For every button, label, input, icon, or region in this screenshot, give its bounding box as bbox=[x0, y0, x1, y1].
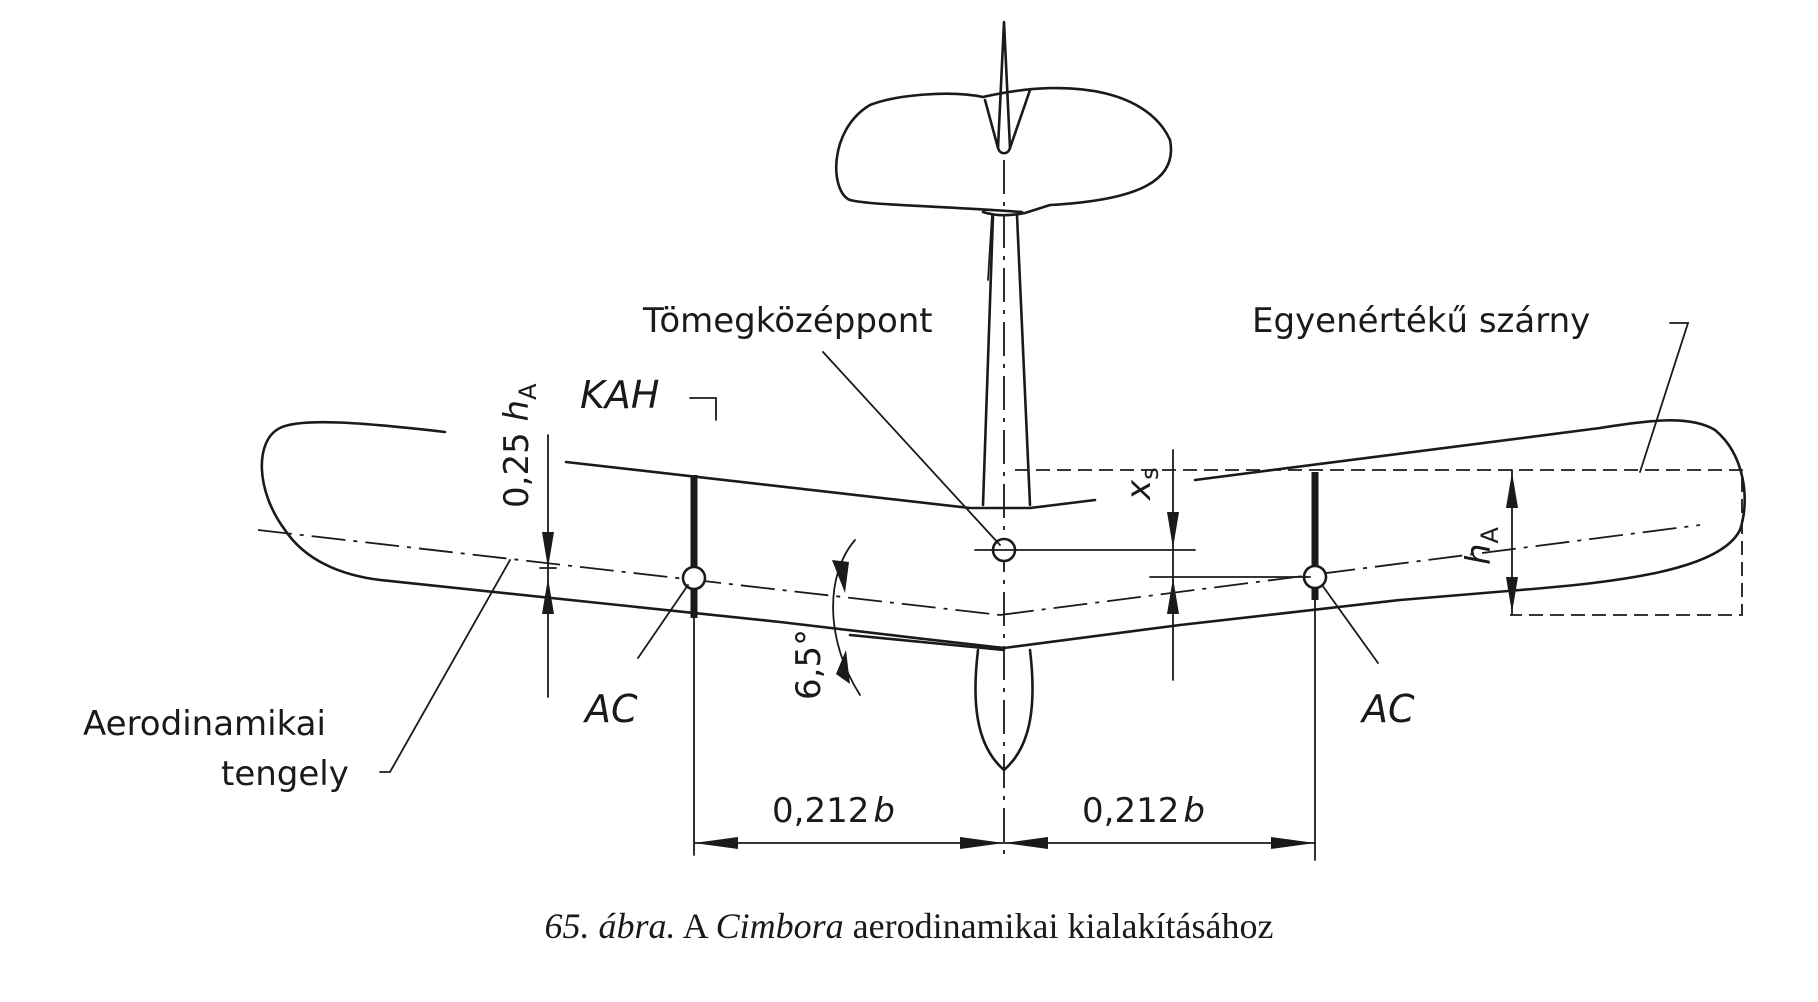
ac-left-leader bbox=[637, 584, 689, 659]
fin-body-left bbox=[983, 98, 1000, 150]
svg-text:0,25 hA: 0,25 hA bbox=[497, 383, 542, 508]
svg-text:hA: hA bbox=[1459, 526, 1504, 565]
caption-post: aerodinamikai kialakításához bbox=[852, 906, 1274, 946]
ac-left-label: AC bbox=[582, 687, 638, 731]
xs-arrow-up bbox=[1167, 578, 1179, 614]
caption-fig-num: 65. ábra. bbox=[544, 906, 676, 946]
quarter-chord-label: 0,25 hA bbox=[497, 383, 542, 508]
span-arrow-1 bbox=[694, 837, 738, 849]
ha-label: hA bbox=[1459, 526, 1504, 565]
aero-axis-label-2: tengely bbox=[221, 754, 349, 794]
ac-right-label: AC bbox=[1359, 687, 1415, 731]
ha-arrow-bottom bbox=[1506, 577, 1518, 613]
center-of-mass-label: Tömegközéppont bbox=[642, 301, 933, 341]
ac-left-point bbox=[681, 565, 707, 591]
ha-arrow-top bbox=[1506, 472, 1518, 508]
fuselage-boom-right bbox=[1015, 213, 1032, 507]
wing-right-outline bbox=[1002, 419, 1746, 650]
figure-caption: 65. ábra. A Cimbora aerodinamikai kialak… bbox=[0, 905, 1818, 947]
fin-body-right bbox=[1008, 88, 1032, 150]
equiv-wing-dashed bbox=[1015, 469, 1743, 616]
fuselage-boom-inner-left bbox=[987, 214, 993, 281]
xs-label: xs bbox=[1119, 467, 1164, 501]
aero-axis-leader bbox=[379, 559, 511, 773]
vertical-fin bbox=[996, 20, 1012, 155]
fuselage-boom-left bbox=[981, 213, 995, 507]
svg-text:xs: xs bbox=[1119, 467, 1164, 501]
dihedral-arrow-top bbox=[832, 560, 849, 593]
wing-right-trailing-inner bbox=[848, 633, 1006, 652]
kah-label: KAH bbox=[580, 373, 660, 417]
span-arrow-4 bbox=[1271, 837, 1315, 849]
quarter-dim-arrow-bottom bbox=[542, 578, 554, 614]
com-leader bbox=[822, 351, 1001, 546]
caption-pre: A bbox=[682, 906, 707, 946]
dihedral-arrow-bottom bbox=[836, 650, 850, 684]
span-arrow-3 bbox=[1004, 837, 1048, 849]
svg-text:6,5°: 6,5° bbox=[789, 629, 829, 700]
xs-arrow-down bbox=[1167, 512, 1179, 548]
caption-name: Cimbora bbox=[715, 906, 844, 946]
kah-leader bbox=[689, 397, 717, 421]
ac-right-leader bbox=[1321, 584, 1379, 664]
horizontal-tail bbox=[834, 86, 1173, 217]
dihedral-label: 6,5° bbox=[789, 629, 829, 700]
equiv-wing-leader bbox=[1639, 322, 1690, 473]
quarter-dim-arrow-top bbox=[542, 532, 554, 568]
wing-left-leading-edge bbox=[564, 460, 1097, 510]
aero-axis-left bbox=[257, 529, 1001, 616]
equiv-wing-label: Egyenértékű szárny bbox=[1252, 301, 1590, 341]
span-arrow-2 bbox=[960, 837, 1004, 849]
aero-axis-right bbox=[999, 524, 1701, 616]
aero-axis-label-1: Aerodinamikai bbox=[83, 704, 326, 744]
wing-left-outline bbox=[260, 420, 1006, 650]
dihedral-arc bbox=[832, 539, 861, 696]
